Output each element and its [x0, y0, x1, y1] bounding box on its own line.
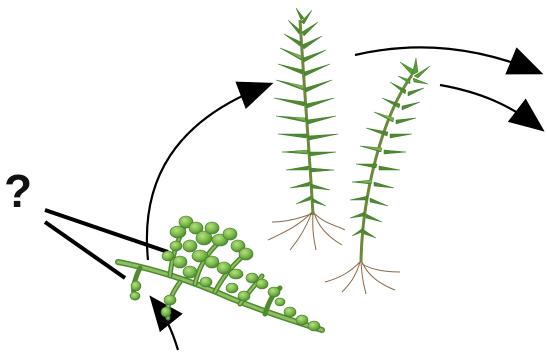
protonema — [118, 216, 322, 331]
arrow-icon — [355, 47, 538, 72]
moss-gametophyte-tall — [268, 8, 345, 250]
moss-gametophyte-short — [325, 58, 430, 294]
arrow-icon — [440, 85, 540, 128]
arrows-group — [147, 47, 540, 350]
question-mark-icon: ? — [4, 168, 32, 214]
